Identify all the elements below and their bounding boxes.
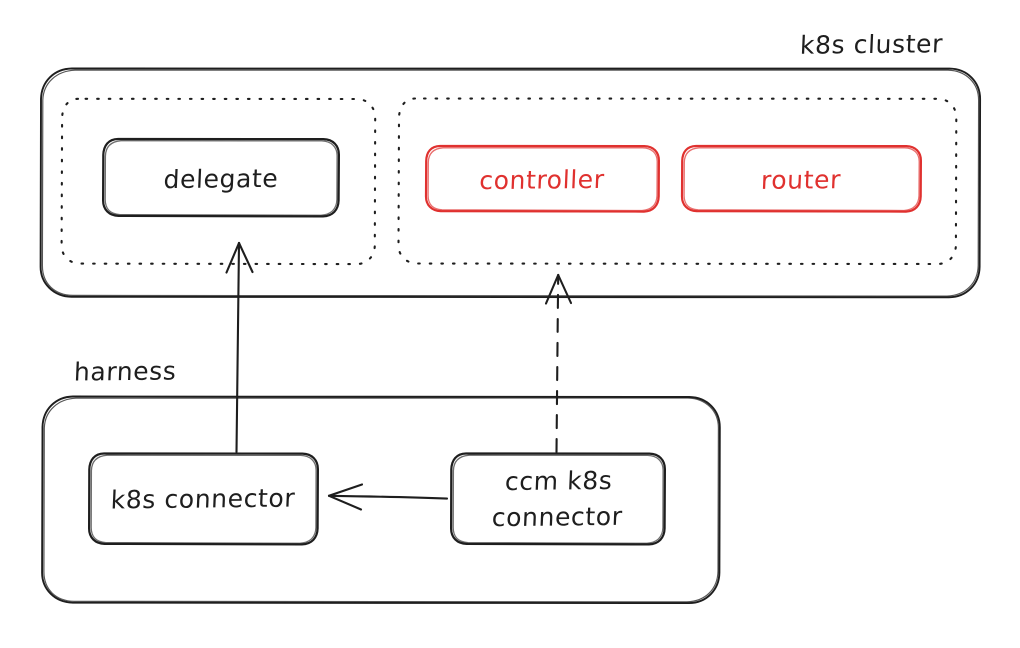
k8s-connector-label: k8s connector [110,483,296,515]
delegate-label: delegate [162,163,280,195]
k8s-connector-node-box[interactable] [87,452,320,546]
k8s-cluster-container[interactable] [39,67,982,299]
connection-k8s-connector-to-delegate[interactable] [225,241,254,454]
ccm-k8s-connector-label-line1: ccm k8s [504,465,614,497]
delegate-node-box[interactable] [101,137,341,218]
left-namespace-group[interactable] [60,97,377,266]
connection-ccm-connector-to-k8s-connector[interactable] [327,483,449,511]
harness-label: harness [73,356,178,387]
ccm-k8s-connector-label: ccm k8s connector [491,463,625,535]
k8s-cluster-label: k8s cluster [799,29,944,60]
right-namespace-group[interactable] [397,97,958,266]
controller-node-box[interactable] [424,144,661,213]
router-label: router [760,165,842,195]
connection-ccm-connector-to-controller[interactable] [544,273,573,454]
harness-container[interactable] [41,395,721,605]
ccm-k8s-connector-node-box[interactable] [449,452,667,546]
ccm-k8s-connector-label-line2: connector [491,501,624,532]
router-node-box[interactable] [680,144,923,213]
controller-label: controller [478,164,606,196]
